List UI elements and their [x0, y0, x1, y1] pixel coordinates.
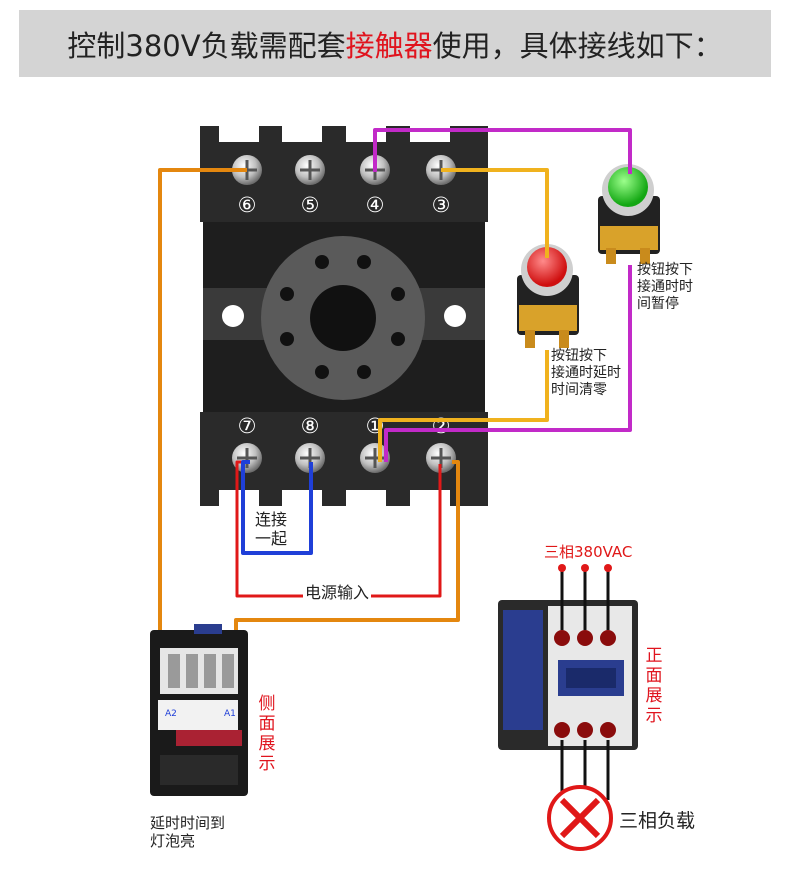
red-button-icon [517, 244, 579, 348]
wire-red-power [235, 460, 442, 598]
title-banner: 控制380V负载需配套接触器使用，具体接线如下： [19, 10, 771, 77]
terminal-6: ⑥ [238, 193, 257, 217]
terminal-7: ⑦ [238, 414, 257, 438]
wire-yellow-3 [441, 168, 549, 258]
red-button-label-line2: 接通时延时 [551, 365, 621, 381]
side-view-label: 侧面展示 [258, 694, 276, 774]
wire-purple-4 [373, 128, 632, 174]
wire-purple-1 [384, 265, 632, 462]
phase-load-wires [560, 740, 610, 800]
lamp-note-line1: 延时时间到 [150, 814, 226, 832]
terminal-8: ⑧ [301, 414, 320, 438]
load-label: 三相负载 [619, 810, 696, 832]
terminal-5: ⑤ [301, 193, 320, 217]
banner-text-before: 控制380V负载需配套 [67, 28, 346, 63]
green-button-icon [598, 164, 660, 264]
bottom-screws [232, 443, 456, 473]
green-button-label: 按钮按下 接通时时 间暂停 [637, 262, 693, 313]
three-phase-label: 三相380VAC [544, 543, 633, 561]
contactor-side-icon: A2 A1 [150, 624, 248, 796]
terminal-4: ④ [366, 193, 385, 217]
svg-text:A2: A2 [165, 709, 177, 719]
link-label: 连接 一起 [255, 510, 287, 548]
banner-text-after: 使用，具体接线如下： [432, 28, 723, 63]
green-button-label-line2: 接通时时 [637, 279, 693, 295]
red-button-label-line3: 时间清零 [551, 382, 607, 398]
red-button-label: 按钮按下 接通时延时 时间清零 [551, 348, 621, 399]
green-button-label-line3: 间暂停 [637, 296, 679, 312]
svg-text:A1: A1 [224, 709, 236, 719]
power-input-label: 电源输入 [303, 583, 372, 602]
link-label-line2: 一起 [255, 529, 288, 548]
lamp-note-line2: 灯泡亮 [150, 832, 196, 850]
load-icon [547, 785, 613, 851]
wire-blue-link [241, 460, 313, 555]
wire-yellow-1 [378, 350, 549, 462]
front-view-label: 正面展示 [645, 646, 663, 726]
wire-orange-6 [158, 168, 247, 660]
red-button-label-line1: 按钮按下 [551, 348, 607, 364]
phase-input-wires [560, 570, 610, 630]
contactor-front-icon [498, 600, 638, 750]
banner-highlight: 接触器 [345, 28, 433, 63]
terminal-3: ③ [432, 193, 451, 217]
lamp-note-label: 延时时间到 灯泡亮 [150, 814, 225, 850]
link-label-line1: 连接 [255, 510, 288, 529]
terminal-2: ② [432, 414, 451, 438]
green-button-label-line1: 按钮按下 [637, 262, 693, 278]
